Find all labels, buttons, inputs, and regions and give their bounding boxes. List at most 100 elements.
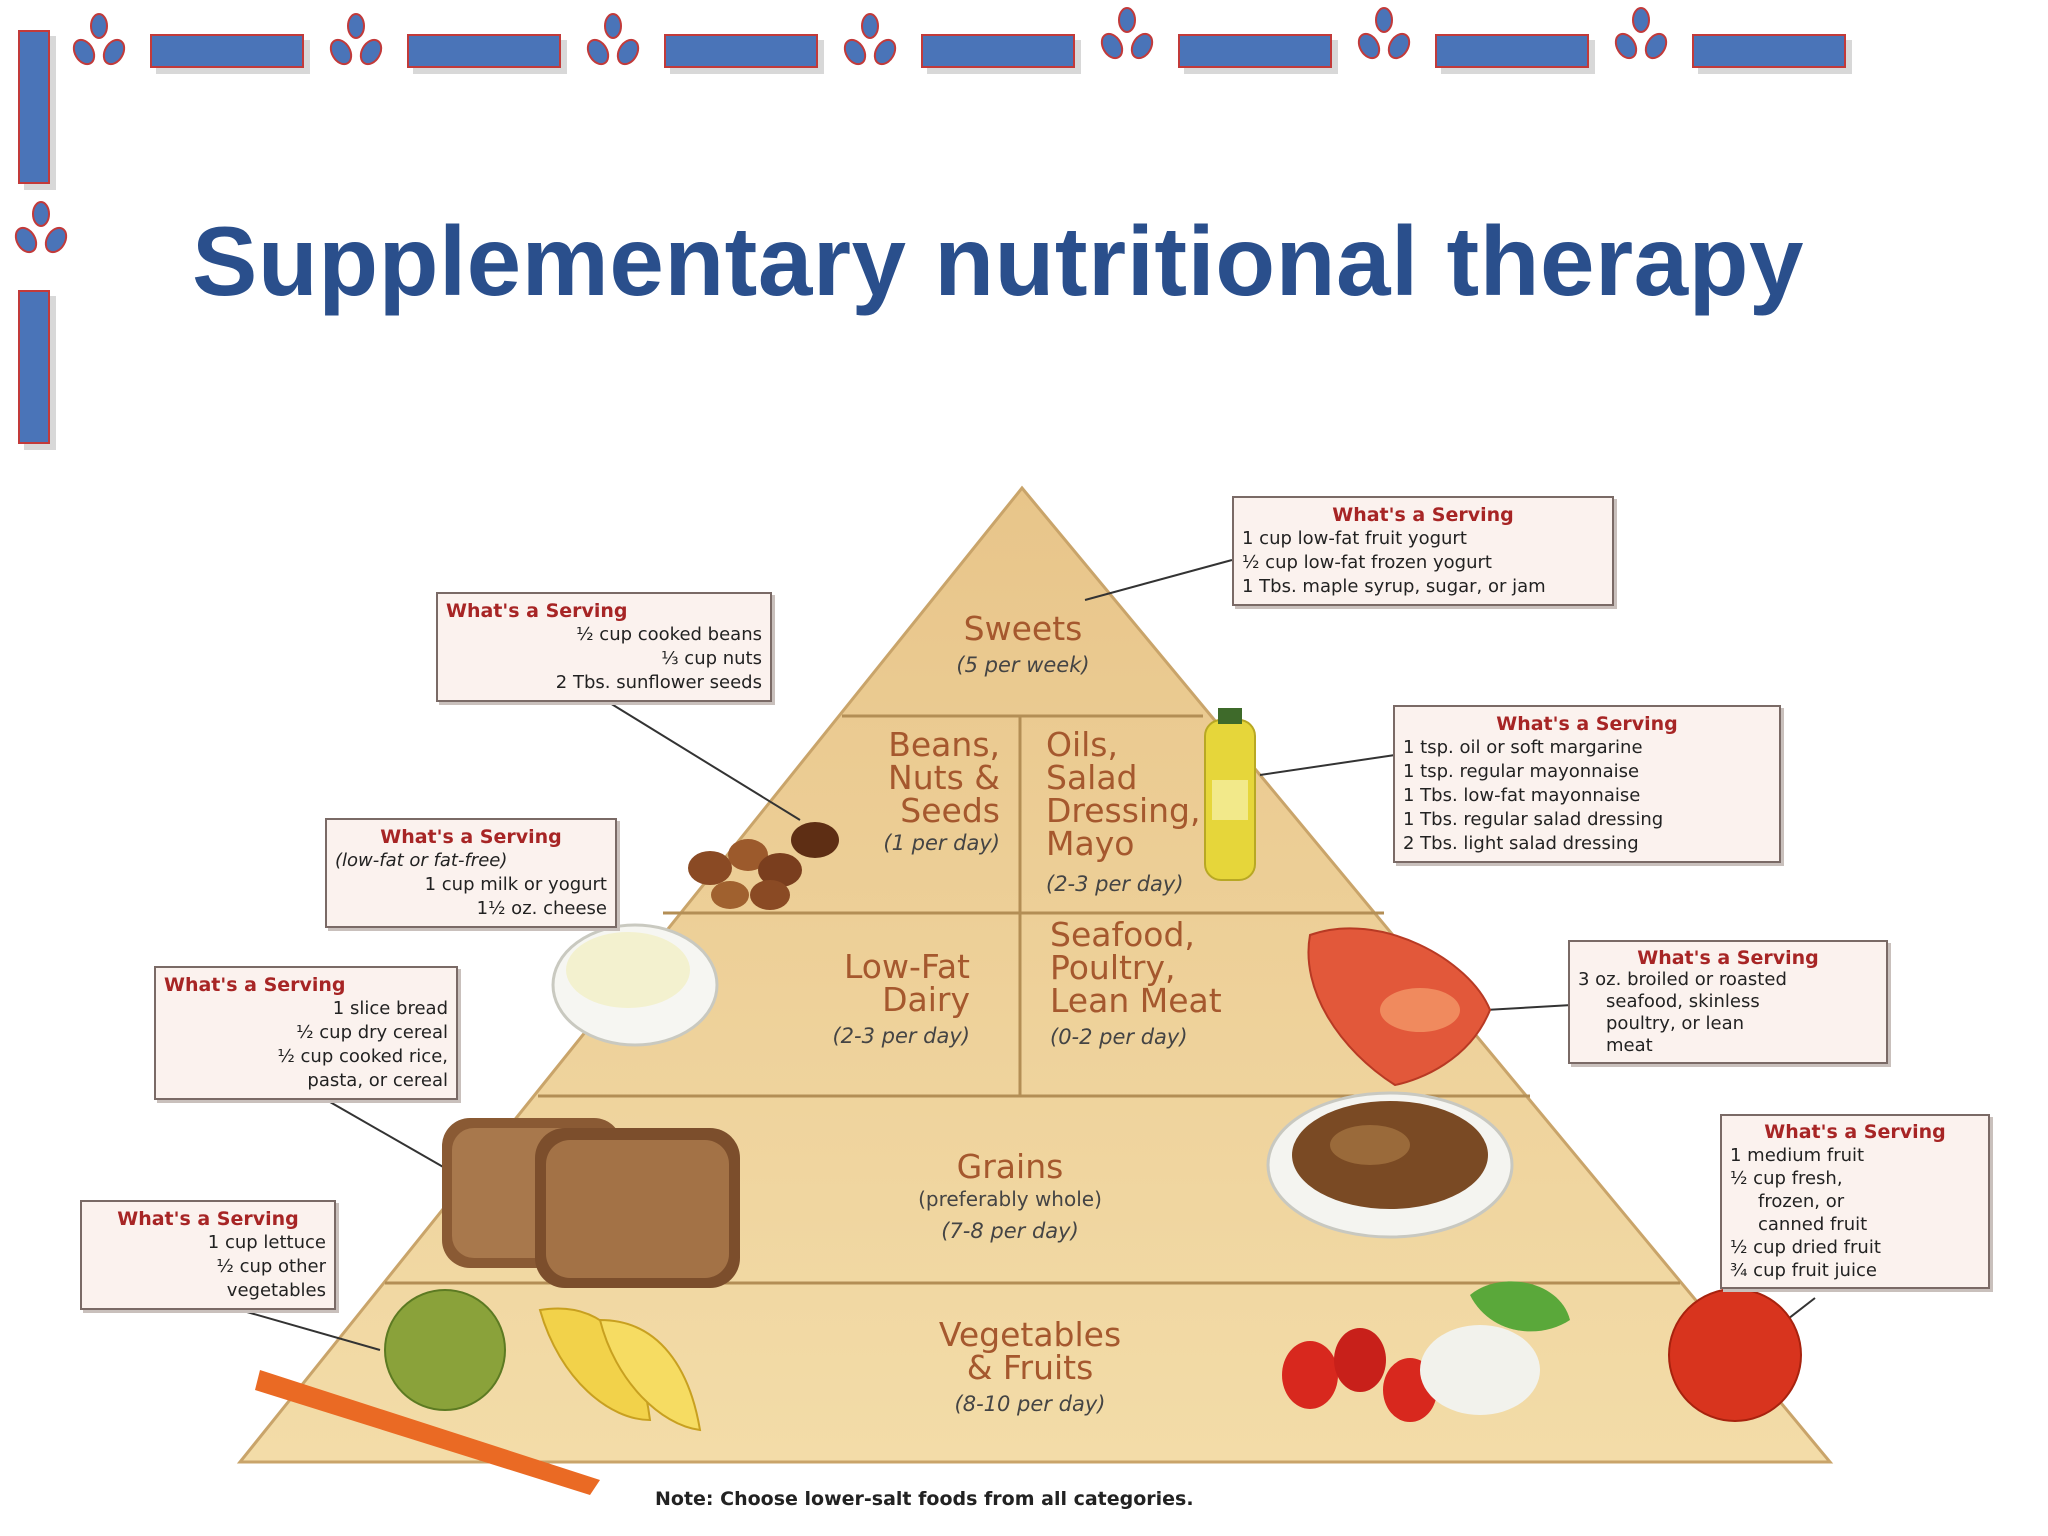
serving-line: 1 tsp. oil or soft margarine xyxy=(1403,737,1643,758)
serving-box-dairy: What's a Serving (low-fat or fat-free) 1… xyxy=(325,818,617,928)
serving-line: 1 Tbs. regular salad dressing xyxy=(1403,809,1664,830)
serving-line: 2 Tbs. light salad dressing xyxy=(1403,833,1639,854)
border-horizontal-bar xyxy=(1692,34,1846,68)
leaf-ornament-icon xyxy=(1614,7,1668,60)
oil-bottle-illustration xyxy=(1204,708,1256,881)
serving-box-grains: What's a Serving 1 slice bread ½ cup dry… xyxy=(154,966,458,1100)
level-oils-name: Oils, Salad Dressing, Mayo xyxy=(1046,725,1201,863)
serving-line: 1 cup milk or yogurt xyxy=(424,874,607,895)
salmon-illustration xyxy=(1307,927,1492,1087)
border-horizontal-bar xyxy=(1178,34,1332,68)
level-oils: Oils, Salad Dressing, Mayo (2-3 per day) xyxy=(1046,728,1246,896)
serving-line: 1 tsp. regular mayonnaise xyxy=(1403,761,1640,782)
level-dairy-freq: (2-3 per day) xyxy=(832,1024,970,1048)
serving-box-title: What's a Serving xyxy=(164,974,346,996)
level-beans: Beans, Nuts & Seeds (1 per day) xyxy=(840,728,1000,855)
border-vertical-bar xyxy=(18,290,50,444)
border-horizontal-bar xyxy=(1435,34,1589,68)
level-grains: Grains (preferably whole) (7-8 per day) xyxy=(860,1150,1160,1243)
serving-line: 1 medium fruit xyxy=(1730,1145,1865,1166)
serving-line: ½ cup other xyxy=(216,1256,326,1277)
leaf-ornament-icon xyxy=(1357,7,1411,60)
nuts-illustration xyxy=(688,822,839,910)
level-dairy: Low-Fat Dairy (2-3 per day) xyxy=(760,950,970,1048)
level-sweets-freq: (5 per week) xyxy=(956,653,1090,677)
level-sweets-name: Sweets xyxy=(963,609,1083,648)
serving-box-title: What's a Serving xyxy=(380,826,562,848)
serving-line: ½ cup cooked rice, xyxy=(277,1046,448,1067)
leaf-ornament-icon xyxy=(586,13,640,66)
serving-box-title: What's a Serving xyxy=(1637,947,1819,969)
slide-title: Supplementary nutritional therapy xyxy=(192,206,1804,316)
leader-line xyxy=(1084,559,1233,601)
leaf-ornament-icon xyxy=(72,13,126,66)
level-veg-freq: (8-10 per day) xyxy=(954,1392,1106,1416)
serving-line: pasta, or cereal xyxy=(307,1070,448,1091)
serving-line: ½ cup dried fruit xyxy=(1730,1237,1881,1258)
bread-illustration xyxy=(442,1118,740,1288)
serving-box-title: What's a Serving xyxy=(117,1208,299,1230)
serving-line: 1 cup low-fat fruit yogurt xyxy=(1242,528,1467,549)
serving-line: ½ cup dry cereal xyxy=(296,1022,448,1043)
serving-line: ½ cup cooked beans xyxy=(576,624,762,645)
leaf-ornament-icon xyxy=(14,201,68,254)
level-meat-name: Seafood, Poultry, Lean Meat xyxy=(1050,915,1222,1020)
level-grains-freq: (7-8 per day) xyxy=(941,1219,1079,1243)
serving-box-title: What's a Serving xyxy=(1764,1121,1946,1143)
leader-line xyxy=(1259,754,1396,776)
leader-line xyxy=(239,1309,381,1351)
level-oils-freq: (2-3 per day) xyxy=(1046,872,1184,896)
serving-line: frozen, or xyxy=(1758,1191,1845,1212)
fruits-vegetables-illustration xyxy=(255,1281,1802,1495)
level-beans-freq: (1 per day) xyxy=(883,831,1000,855)
level-veg-name: Vegetables & Fruits xyxy=(938,1315,1122,1387)
serving-line: 3 oz. broiled or roasted xyxy=(1578,969,1787,990)
milk-bowl-illustration xyxy=(551,923,719,1047)
serving-line: 1 Tbs. maple syrup, sugar, or jam xyxy=(1242,576,1546,597)
serving-line: vegetables xyxy=(226,1280,326,1301)
serving-line: ¾ cup fruit juice xyxy=(1730,1260,1877,1281)
serving-box-oils: What's a Serving 1 tsp. oil or soft marg… xyxy=(1393,705,1781,863)
leader-line xyxy=(604,699,801,821)
cereal-bowl-illustration xyxy=(1266,1091,1514,1239)
leaf-ornament-icon xyxy=(329,13,383,66)
border-vertical-bar xyxy=(18,30,50,184)
serving-line: 1 cup lettuce xyxy=(207,1232,326,1253)
level-dairy-name: Low-Fat Dairy xyxy=(843,947,970,1019)
serving-line: 1 Tbs. low-fat mayonnaise xyxy=(1403,785,1641,806)
serving-line: ⅓ cup nuts xyxy=(661,648,762,669)
border-horizontal-bar xyxy=(150,34,304,68)
border-horizontal-bar xyxy=(921,34,1075,68)
serving-box-fruit: What's a Serving 1 medium fruit ½ cup fr… xyxy=(1720,1114,1990,1289)
serving-line: (low-fat or fat-free) xyxy=(335,850,508,871)
serving-line: canned fruit xyxy=(1758,1214,1868,1235)
serving-box-title: What's a Serving xyxy=(1496,713,1678,735)
serving-line: meat xyxy=(1606,1035,1653,1056)
serving-box-beans: What's a Serving ½ cup cooked beans ⅓ cu… xyxy=(436,592,772,702)
border-horizontal-bar xyxy=(664,34,818,68)
serving-line: ½ cup fresh, xyxy=(1730,1168,1843,1189)
level-vegetables-fruits: Vegetables & Fruits (8-10 per day) xyxy=(880,1318,1180,1416)
leader-line xyxy=(329,1101,446,1169)
serving-line: ½ cup low-fat frozen yogurt xyxy=(1242,552,1492,573)
serving-box-sweets: What's a Serving 1 cup low-fat fruit yog… xyxy=(1232,496,1614,606)
serving-box-title: What's a Serving xyxy=(446,600,628,622)
serving-line: 2 Tbs. sunflower seeds xyxy=(555,672,762,693)
leaf-ornament-icon xyxy=(1100,7,1154,60)
level-meat-freq: (0-2 per day) xyxy=(1050,1025,1188,1049)
border-horizontal-bar xyxy=(407,34,561,68)
level-beans-name: Beans, Nuts & Seeds xyxy=(888,725,1000,830)
level-grains-name: Grains xyxy=(956,1147,1064,1186)
level-meat: Seafood, Poultry, Lean Meat (0-2 per day… xyxy=(1050,918,1310,1049)
level-grains-sub: (preferably whole) xyxy=(918,1187,1102,1211)
serving-line: 1½ oz. cheese xyxy=(476,898,607,919)
leaf-ornament-icon xyxy=(843,13,897,66)
serving-line: seafood, skinless xyxy=(1606,991,1760,1012)
serving-box-title: What's a Serving xyxy=(1332,504,1514,526)
serving-line: 1 slice bread xyxy=(332,998,448,1019)
serving-box-meat: What's a Serving 3 oz. broiled or roaste… xyxy=(1568,940,1888,1064)
serving-box-vegetables: What's a Serving 1 cup lettuce ½ cup oth… xyxy=(80,1200,336,1310)
serving-line: poultry, or lean xyxy=(1606,1013,1745,1034)
level-sweets: Sweets (5 per week) xyxy=(880,612,1166,677)
